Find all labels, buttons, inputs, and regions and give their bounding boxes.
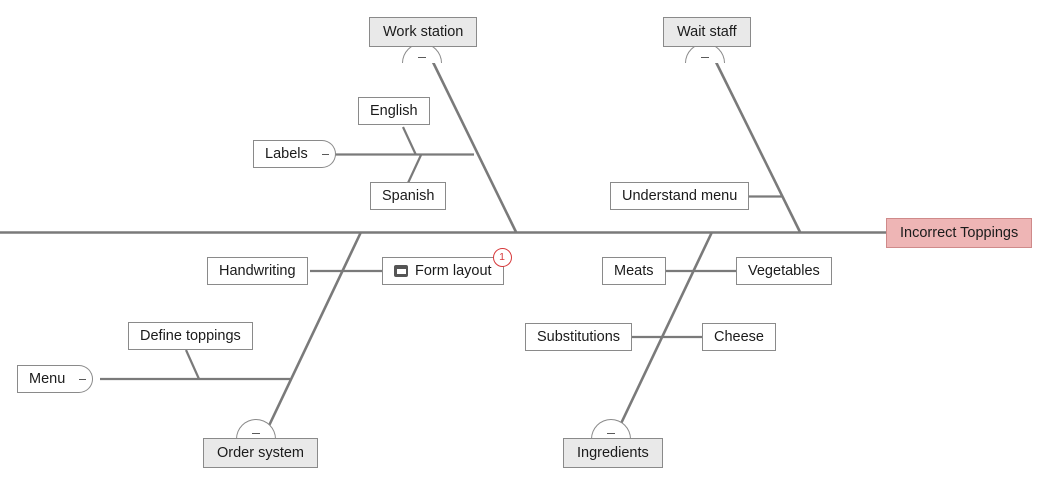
minus-icon bbox=[701, 57, 709, 58]
category-order-system[interactable]: Order system bbox=[203, 438, 319, 468]
effect-label: Incorrect Toppings bbox=[900, 224, 1019, 241]
cause-english[interactable]: English bbox=[358, 97, 430, 125]
minus-icon bbox=[79, 378, 87, 380]
cause-english-label: English bbox=[370, 102, 418, 119]
category-wait-staff-label: Wait staff bbox=[677, 23, 737, 40]
cause-form-layout[interactable]: Form layout 1 bbox=[382, 248, 512, 285]
cause-vegetables[interactable]: Vegetables bbox=[736, 257, 832, 285]
connector-english bbox=[402, 126, 417, 156]
comment-count-badge[interactable]: 1 bbox=[492, 248, 512, 267]
category-order-system-label: Order system bbox=[217, 444, 305, 461]
cause-spanish-label: Spanish bbox=[382, 187, 435, 204]
cause-define-toppings-label: Define toppings bbox=[140, 327, 241, 344]
cause-define-toppings[interactable]: Define toppings bbox=[128, 322, 253, 350]
cause-understand-menu-label: Understand menu bbox=[622, 187, 738, 204]
note-icon bbox=[394, 265, 408, 277]
cause-spanish[interactable]: Spanish bbox=[370, 182, 447, 210]
cause-substitutions-label: Substitutions bbox=[537, 328, 621, 345]
cause-labels-label: Labels bbox=[265, 145, 308, 162]
connector-define-toppings bbox=[184, 349, 201, 380]
connector-spanish bbox=[407, 154, 422, 184]
bone-order-system bbox=[264, 231, 363, 433]
cause-substitutions[interactable]: Substitutions bbox=[525, 323, 633, 351]
cause-menu-label: Menu bbox=[29, 370, 66, 387]
minus-icon bbox=[418, 57, 426, 58]
bone-wait-staff bbox=[711, 55, 802, 233]
minus-icon bbox=[321, 153, 329, 155]
cause-cheese-label: Cheese bbox=[714, 328, 764, 345]
category-work-station-label: Work station bbox=[383, 23, 464, 40]
cause-menu[interactable]: Menu bbox=[17, 365, 94, 393]
category-wait-staff[interactable]: Wait staff bbox=[663, 17, 751, 47]
cause-cheese[interactable]: Cheese bbox=[702, 323, 776, 351]
cause-handwriting-label: Handwriting bbox=[219, 262, 296, 279]
cause-labels[interactable]: Labels bbox=[253, 140, 336, 168]
minus-icon bbox=[252, 433, 260, 434]
cause-understand-menu[interactable]: Understand menu bbox=[610, 182, 750, 210]
effect-incorrect-toppings[interactable]: Incorrect Toppings bbox=[886, 218, 1033, 248]
category-ingredients[interactable]: Ingredients bbox=[563, 438, 663, 468]
cause-handwriting[interactable]: Handwriting bbox=[207, 257, 308, 285]
cause-meats-label: Meats bbox=[614, 262, 654, 279]
category-ingredients-label: Ingredients bbox=[577, 444, 649, 461]
category-work-station[interactable]: Work station bbox=[369, 17, 478, 47]
minus-icon bbox=[607, 433, 615, 434]
bone-ingredients bbox=[615, 231, 714, 433]
cause-form-layout-label: Form layout bbox=[415, 262, 492, 279]
cause-vegetables-label: Vegetables bbox=[748, 262, 820, 279]
cause-meats[interactable]: Meats bbox=[602, 257, 666, 285]
bone-work-station bbox=[428, 55, 518, 233]
